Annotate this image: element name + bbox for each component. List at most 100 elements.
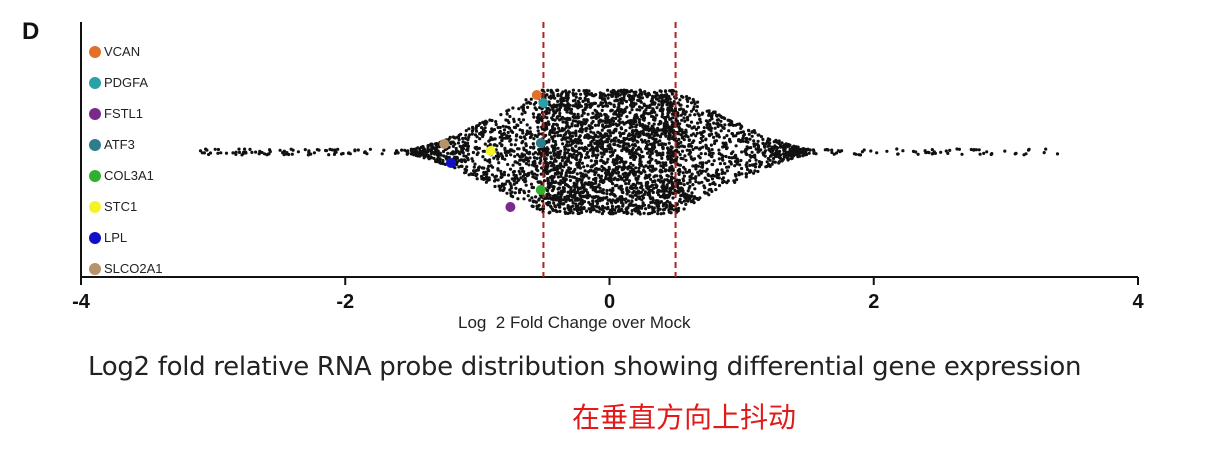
- probe-point: [469, 172, 473, 176]
- probe-point: [617, 101, 621, 105]
- probe-point: [701, 163, 705, 167]
- probe-point: [651, 110, 655, 114]
- probe-point: [668, 133, 672, 137]
- probe-point: [691, 183, 695, 187]
- probe-point: [481, 134, 485, 139]
- probe-point: [752, 163, 756, 167]
- probe-point: [539, 152, 543, 157]
- probe-point: [652, 134, 657, 138]
- probe-point: [687, 170, 692, 174]
- probe-point: [649, 114, 654, 118]
- probe-point: [625, 187, 629, 192]
- probe-point: [652, 122, 656, 126]
- probe-point: [647, 128, 651, 133]
- probe-point: [622, 146, 626, 151]
- probe-point: [638, 147, 643, 151]
- probe-point: [566, 148, 571, 152]
- probe-point: [475, 147, 479, 151]
- probe-point: [561, 103, 566, 107]
- probe-point: [533, 161, 537, 165]
- probe-point: [931, 152, 935, 156]
- probe-point: [723, 116, 727, 121]
- probe-point: [303, 148, 307, 152]
- probe-point: [307, 149, 311, 153]
- figure-caption: Log2 fold relative RNA probe distributio…: [88, 352, 1082, 382]
- probe-point: [568, 174, 572, 179]
- probe-point: [630, 108, 634, 112]
- probe-point: [717, 176, 721, 180]
- probe-point: [671, 181, 675, 185]
- probe-point: [502, 128, 507, 132]
- probe-point: [691, 97, 695, 102]
- probe-point: [649, 177, 653, 181]
- probe-point: [566, 144, 570, 148]
- probe-point: [670, 120, 674, 124]
- probe-point: [502, 186, 506, 190]
- probe-point: [680, 135, 685, 139]
- probe-point: [688, 175, 692, 179]
- probe-point: [691, 147, 695, 152]
- probe-point: [529, 182, 534, 186]
- probe-point: [725, 134, 729, 138]
- probe-point: [513, 154, 517, 158]
- probe-point: [687, 186, 691, 190]
- probe-point: [647, 149, 651, 153]
- probe-point: [552, 150, 556, 155]
- probe-point: [633, 186, 638, 190]
- probe-point: [677, 167, 682, 171]
- probe-point: [513, 160, 517, 164]
- probe-point: [631, 133, 635, 137]
- probe-point: [574, 155, 578, 159]
- probe-point: [636, 177, 640, 181]
- probe-point: [675, 207, 679, 211]
- probe-point: [527, 100, 531, 104]
- probe-point: [499, 152, 503, 156]
- probe-point: [427, 154, 431, 158]
- probe-point: [606, 168, 610, 172]
- probe-point: [721, 141, 725, 145]
- probe-point: [553, 96, 557, 100]
- probe-point: [599, 174, 604, 178]
- probe-point: [661, 180, 665, 184]
- probe-point: [532, 199, 536, 203]
- probe-point: [422, 156, 426, 160]
- probe-point: [895, 147, 899, 151]
- probe-point: [724, 154, 728, 159]
- probe-point: [618, 144, 622, 148]
- probe-point: [524, 183, 528, 187]
- probe-point: [551, 130, 555, 135]
- probe-point: [677, 172, 681, 176]
- probe-point: [290, 152, 294, 156]
- probe-point: [924, 151, 928, 155]
- probe-point: [639, 206, 644, 210]
- probe-point: [588, 148, 592, 152]
- probe-point: [729, 160, 733, 164]
- probe-point: [551, 113, 555, 118]
- probe-point: [581, 111, 585, 115]
- probe-point: [698, 196, 702, 200]
- probe-point: [764, 142, 768, 146]
- probe-point: [721, 170, 725, 174]
- probe-point: [507, 121, 511, 125]
- probe-point: [503, 148, 507, 152]
- probe-point: [501, 124, 505, 128]
- probe-point: [609, 199, 613, 203]
- probe-point: [665, 199, 670, 203]
- probe-point: [545, 171, 549, 176]
- probe-point: [477, 123, 481, 127]
- probe-point: [470, 157, 474, 161]
- probe-point: [646, 93, 650, 97]
- probe-point: [577, 89, 581, 93]
- probe-point: [671, 191, 675, 196]
- probe-point: [593, 159, 598, 163]
- probe-point: [767, 147, 772, 151]
- probe-point: [546, 164, 550, 168]
- probe-point: [571, 99, 576, 103]
- probe-point: [741, 130, 746, 134]
- probe-point: [737, 131, 741, 135]
- probe-point: [516, 147, 520, 151]
- probe-point: [508, 126, 512, 130]
- probe-point: [640, 194, 645, 198]
- probe-point: [729, 122, 734, 126]
- probe-point: [512, 169, 517, 174]
